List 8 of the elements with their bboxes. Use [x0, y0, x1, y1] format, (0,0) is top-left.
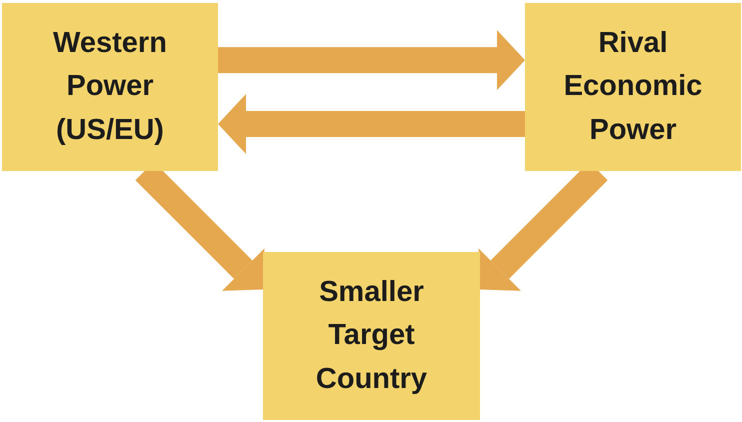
process-box [525, 3, 741, 171]
process-box [263, 252, 480, 420]
box-label: Rival Economic Power [562, 26, 704, 148]
block-arrow [218, 30, 525, 90]
block-arrow [218, 94, 525, 154]
box-label: Western Power (US/EU) [52, 26, 168, 148]
box-label: Smaller Target Country [314, 274, 428, 397]
process-box [2, 3, 218, 171]
